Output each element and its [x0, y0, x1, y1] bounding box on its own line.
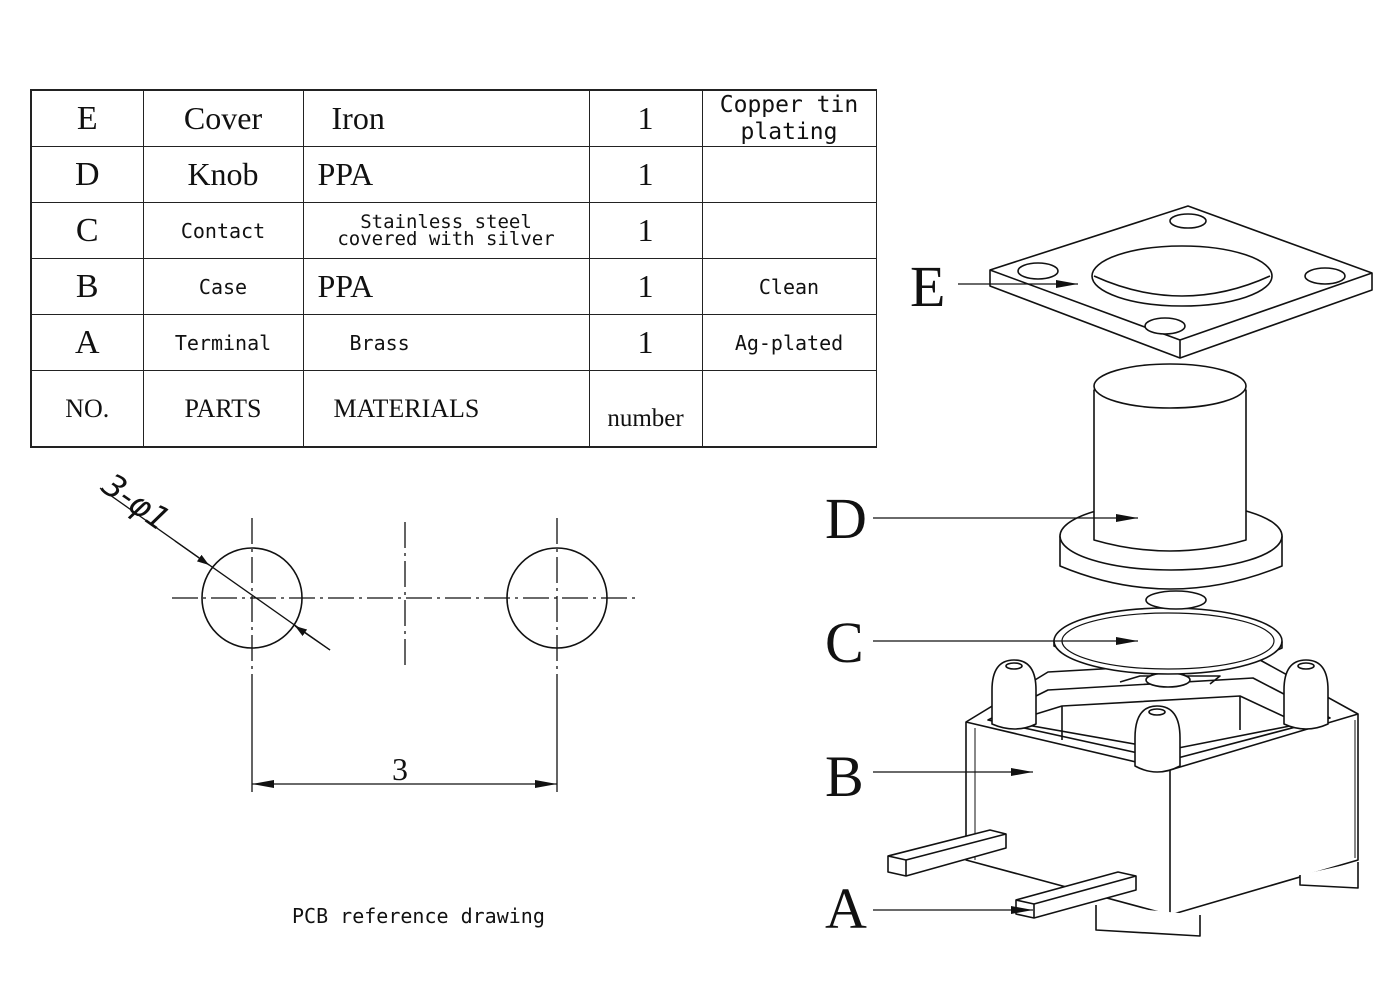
- cover-part-e: [989, 205, 1373, 359]
- header-no: NO.: [30, 370, 144, 448]
- case-posts: [991, 659, 1329, 773]
- part-name: Cover: [142, 89, 304, 147]
- label-e: E: [910, 254, 945, 319]
- pcb-reference-drawing: [99, 487, 640, 792]
- dimension-lines: [99, 487, 558, 792]
- table-row: B Case PPA 1 Clean: [30, 258, 877, 315]
- label-a: A: [825, 876, 867, 941]
- table-row: A Terminal Brass 1 Ag-plated: [30, 314, 877, 371]
- case-feet: [1095, 862, 1359, 937]
- part-qty: 1: [588, 89, 703, 147]
- terminal-part-a: [887, 829, 1137, 919]
- part-material: PPA: [302, 146, 590, 203]
- part-remark: Ag-plated: [701, 314, 877, 371]
- table-row: NO. PARTS MATERIALS number: [30, 370, 877, 448]
- label-c: C: [825, 610, 864, 675]
- part-no: E: [30, 89, 144, 147]
- table-row: E Cover Iron 1 Copper tin plating: [30, 89, 877, 147]
- part-name: Terminal: [142, 314, 304, 371]
- header-materials: MATERIALS: [302, 370, 590, 448]
- part-material: PPA: [302, 258, 590, 315]
- part-qty: 1: [588, 314, 703, 371]
- exploded-view: [873, 205, 1373, 937]
- bom-table: E Cover Iron 1 Copper tin plating D Knob…: [30, 89, 877, 448]
- part-qty: 1: [588, 202, 703, 259]
- part-remark: Copper tin plating: [701, 89, 877, 147]
- header-number: number: [588, 370, 703, 448]
- part-no: A: [30, 314, 144, 371]
- contact-part-c: [1053, 607, 1283, 688]
- part-name: Case: [142, 258, 304, 315]
- case-part-b: [965, 659, 1359, 937]
- knob-part-d: [1059, 363, 1283, 610]
- label-d: D: [825, 486, 867, 551]
- part-remark: [701, 202, 877, 259]
- part-remark: Clean: [701, 258, 877, 315]
- part-material: Brass: [302, 314, 590, 371]
- label-b: B: [825, 744, 864, 809]
- center-lines: [172, 518, 640, 676]
- part-qty: 1: [588, 258, 703, 315]
- pcb-caption: PCB reference drawing: [292, 904, 545, 928]
- part-no: B: [30, 258, 144, 315]
- header-remark: [701, 370, 877, 448]
- part-remark: [701, 146, 877, 203]
- part-name: Contact: [142, 202, 304, 259]
- hole-callout: 3-φ1: [95, 465, 177, 538]
- callout-leader: [99, 487, 331, 651]
- spacing-dimension: 3: [392, 751, 408, 787]
- leader-lines: [873, 280, 1138, 914]
- exploded-labels: E D C B A: [825, 254, 945, 941]
